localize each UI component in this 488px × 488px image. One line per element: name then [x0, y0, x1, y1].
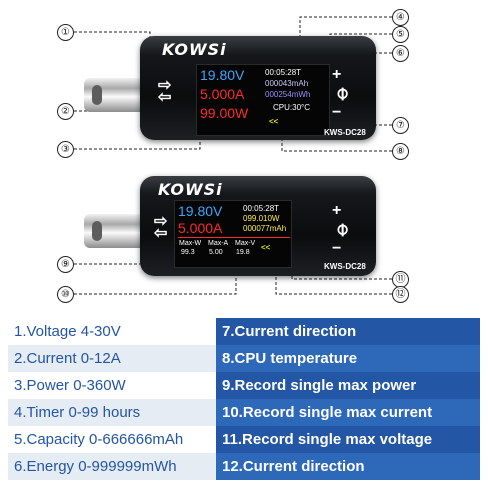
plus-icon: +	[332, 66, 342, 83]
spec-item: 8.CPU temperature	[216, 345, 480, 372]
minus-icon: −	[332, 240, 342, 257]
display-screen: 19.80V 5.000A 00:05:28T 099.010W 000077m…	[174, 200, 292, 268]
capacity-readout: 000043mAh	[265, 79, 309, 88]
callout-10: ⑩	[57, 286, 74, 303]
spec-item: 1.Voltage 4-30V	[8, 318, 216, 345]
callout-12: ⑫	[392, 286, 409, 303]
callout-1: ①	[57, 24, 74, 41]
current-readout: 5.000A	[200, 86, 245, 102]
polarity-icon: ⌽	[336, 80, 350, 105]
voltage-readout: 19.80V	[178, 203, 223, 219]
display-screen: 19.80V 5.000A 99.00W 00:05:28T 000043mAh…	[196, 64, 330, 136]
callout-7: ⑦	[392, 117, 409, 134]
callout-4: ④	[392, 9, 409, 26]
callout-3: ③	[57, 141, 74, 158]
cpu-temperature-readout: CPU:30°C	[273, 103, 310, 112]
voltage-readout: 19.80V	[200, 67, 245, 83]
power-readout: 99.00W	[200, 105, 249, 121]
direction-chevrons: <<	[261, 243, 271, 252]
spec-item: 6.Energy 0-999999mWh	[8, 453, 216, 480]
callout-2: ②	[57, 103, 74, 120]
spec-item: 11.Record single max voltage	[216, 426, 480, 453]
max-current-label: Max-A	[208, 240, 229, 247]
brand-logo: KOWSi	[158, 180, 223, 199]
power-readout: 099.010W	[243, 214, 280, 223]
divider	[178, 237, 290, 238]
energy-readout: 000254mWh	[265, 90, 311, 99]
timer-readout: 00:05:28T	[243, 204, 280, 213]
polarity-icon: ⌽	[336, 216, 350, 241]
direction-chevrons: <<	[269, 117, 279, 126]
current-readout: 5.000A	[178, 220, 223, 236]
tester-device-top: KOWSi ⇨⇦ 19.80V 5.000A 99.00W 00:05:28T …	[140, 36, 376, 140]
model-label: KWS-DC28	[324, 262, 366, 271]
max-voltage-value: 19.8	[236, 249, 250, 256]
bidirectional-arrow-icon: ⇨⇦	[154, 213, 168, 242]
spec-item: 9.Record single max power	[216, 372, 480, 399]
callout-5: ⑤	[392, 26, 409, 43]
plus-icon: +	[332, 202, 342, 219]
callout-6: ⑥	[392, 45, 409, 62]
model-label: KWS-DC28	[324, 128, 366, 137]
usb-c-plug	[84, 78, 146, 112]
max-voltage-label: Max-V	[235, 240, 256, 247]
timer-readout: 00:05:28T	[265, 68, 302, 77]
spec-table: 1.Voltage 4-30V 7.Current direction 2.Cu…	[8, 318, 480, 480]
spec-item: 5.Capacity 0-666666mAh	[8, 426, 216, 453]
max-current-value: 5.00	[209, 249, 223, 256]
callout-9: ⑨	[57, 256, 74, 273]
tester-device-bottom: KOWSi ⇨⇦ 19.80V 5.000A 00:05:28T 099.010…	[140, 176, 376, 276]
max-power-value: 99.3	[181, 249, 195, 256]
spec-item: 7.Current direction	[216, 318, 480, 345]
spec-item: 4.Timer 0-99 hours	[8, 399, 216, 426]
spec-item: 12.Current direction	[216, 453, 480, 480]
spec-item: 10.Record single max current	[216, 399, 480, 426]
callout-8: ⑧	[392, 143, 409, 160]
spec-item: 2.Current 0-12A	[8, 345, 216, 372]
max-power-label: Max-W	[179, 240, 202, 247]
bidirectional-arrow-icon: ⇨⇦	[158, 77, 172, 106]
minus-icon: −	[332, 104, 342, 121]
usb-c-plug	[84, 214, 146, 248]
brand-logo: KOWSi	[162, 40, 227, 59]
spec-item: 3.Power 0-360W	[8, 372, 216, 399]
capacity-readout: 000077mAh	[243, 224, 287, 233]
